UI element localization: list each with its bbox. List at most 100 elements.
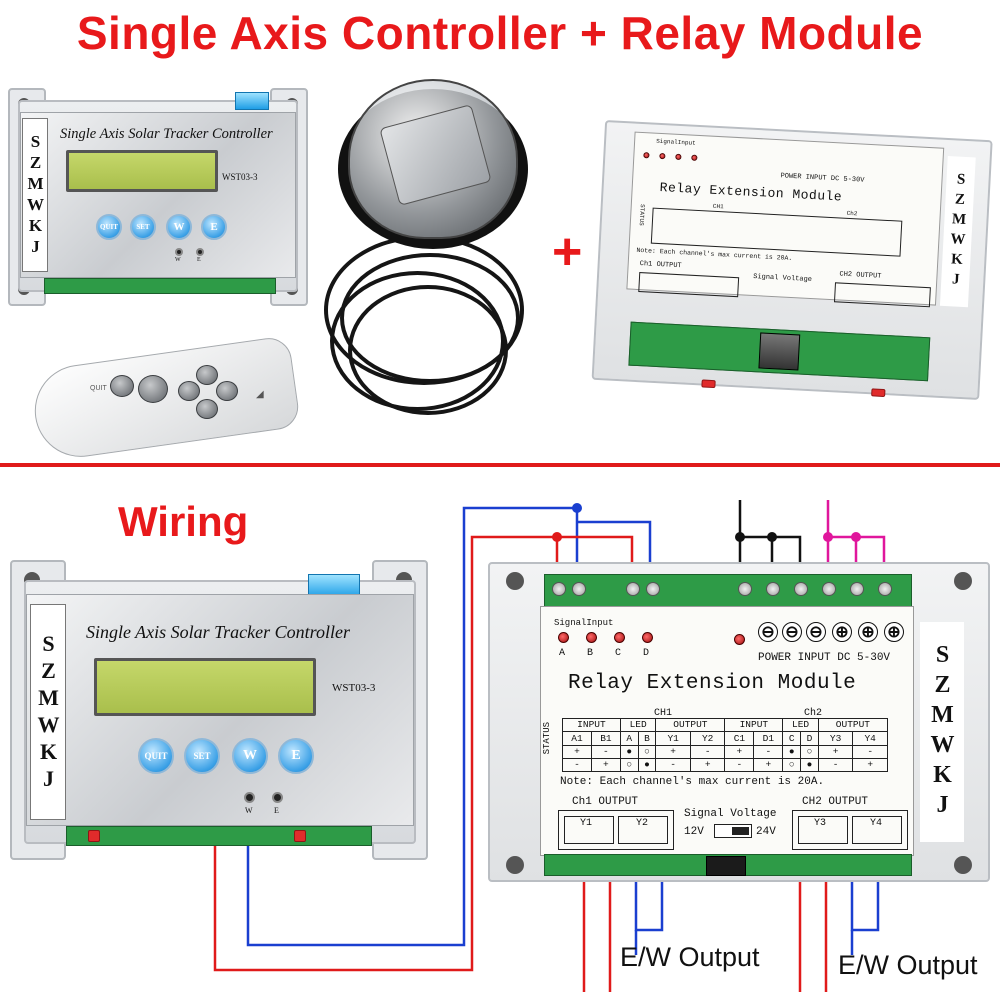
terminal-strip xyxy=(44,278,276,294)
table-cell: - xyxy=(724,757,755,773)
controller-device-top: SZMWKJ Single Axis Solar Tracker Control… xyxy=(8,88,308,306)
mount-hole xyxy=(954,856,972,874)
table-cell: Y3 xyxy=(817,731,854,746)
west-led-label: W xyxy=(245,806,253,815)
controller-brand: SZMWKJ xyxy=(22,118,48,272)
table-header-input-ch1: INPUT xyxy=(562,717,621,733)
terminal-screw xyxy=(794,582,808,596)
controller-model: WST03-3 xyxy=(222,172,258,182)
table-cell: ○ xyxy=(800,744,819,759)
table-header-output-ch1: OUTPUT xyxy=(655,717,726,733)
terminal-screw xyxy=(822,582,836,596)
remote-button[interactable] xyxy=(196,365,218,385)
table-header-led-ch2: LED xyxy=(782,717,819,733)
relay-title: Relay Extension Module xyxy=(568,672,857,695)
wire-out-ch2-blue xyxy=(850,870,880,932)
voltage-toggle-knob xyxy=(732,827,749,835)
positive-terminal-icon: ⊕ xyxy=(858,622,878,642)
y1-output xyxy=(564,816,614,844)
section-divider xyxy=(0,463,1000,467)
remote-label: QUIT xyxy=(90,385,107,392)
remote-button[interactable] xyxy=(178,381,200,401)
table-cell: ○ xyxy=(782,757,802,773)
positive-terminal-icon: ⊕ xyxy=(884,622,904,642)
power-input-label: POWER INPUT DC 5-30V xyxy=(758,652,891,664)
terminal-screw xyxy=(738,582,752,596)
mount-hole xyxy=(954,572,972,590)
voltage-12v-label: 12V xyxy=(684,826,704,838)
ch2-output-box xyxy=(792,810,908,850)
signal-voltage-label: Signal Voltage xyxy=(684,808,777,820)
table-cell: C1 xyxy=(724,731,755,746)
voltage-switch-body xyxy=(706,856,746,876)
wire-red-w xyxy=(213,535,559,972)
ch2-output-label: CH2 OUTPUT xyxy=(802,796,869,808)
wiring-title: Wiring xyxy=(118,498,249,545)
table-cell: Y2 xyxy=(689,731,726,746)
table-cell: ○ xyxy=(619,757,639,773)
ch1-output-label: Ch1 OUTPUT xyxy=(572,796,639,808)
west-led-label: W xyxy=(175,257,181,263)
quit-button[interactable]: QUIT xyxy=(96,214,122,240)
table-cell: B xyxy=(637,731,657,746)
table-cell: B1 xyxy=(590,731,621,746)
y2-label: Y2 xyxy=(636,818,649,829)
controller-name: Single Axis Solar Tracker Controller xyxy=(86,622,350,642)
page-title: Single Axis Controller + Relay Module xyxy=(76,7,924,59)
remote-button[interactable] xyxy=(216,381,238,401)
west-button[interactable]: W xyxy=(166,214,192,240)
wire-junction xyxy=(823,532,833,542)
wire-junction xyxy=(552,532,562,542)
set-button[interactable]: SET xyxy=(130,214,156,240)
set-button[interactable]: SET xyxy=(184,738,220,774)
relay-brand: SZMWKJ xyxy=(920,622,964,842)
status-table: INPUT LED OUTPUT INPUT LED OUTPUT A1 B1 … xyxy=(562,717,889,773)
remote-button[interactable] xyxy=(196,399,218,419)
table-cell: - xyxy=(590,744,621,759)
solar-sensor xyxy=(318,75,543,460)
table-cell: Y4 xyxy=(852,731,888,746)
west-button[interactable]: W xyxy=(232,738,268,774)
east-button[interactable]: E xyxy=(278,738,314,774)
plus-sign: + xyxy=(552,223,583,281)
east-led-label: E xyxy=(197,257,201,263)
signal-led-b-label: B xyxy=(587,648,594,659)
release-clip xyxy=(294,830,306,842)
relay-input-terminals xyxy=(546,576,916,604)
y3-label: Y3 xyxy=(814,818,827,829)
table-cell: ● xyxy=(619,744,639,759)
terminal-screw xyxy=(552,582,566,596)
table-cell: - xyxy=(753,744,784,759)
sensor-cable xyxy=(348,285,508,415)
quit-button[interactable]: QUIT xyxy=(138,738,174,774)
remote-button[interactable] xyxy=(138,375,168,403)
signal-led-c-label: C xyxy=(615,648,622,659)
table-cell: - xyxy=(852,744,888,759)
table-cell: ○ xyxy=(637,744,657,759)
negative-terminal-icon: ⊖ xyxy=(806,622,826,642)
y1-label: Y1 xyxy=(580,818,593,829)
east-button[interactable]: E xyxy=(201,214,227,240)
ew-output-label-ch1: E/W Output xyxy=(620,942,760,972)
release-clip xyxy=(88,830,100,842)
ch2-label: Ch2 xyxy=(804,708,823,719)
negative-terminal-icon: ⊖ xyxy=(758,622,778,642)
remote-button[interactable] xyxy=(110,375,134,397)
ew-output-label-ch2: E/W Output xyxy=(838,950,978,980)
y4-label: Y4 xyxy=(870,818,883,829)
controller-brand: SZMWKJ xyxy=(30,604,66,820)
mount-hole xyxy=(506,856,524,874)
terminal-strip xyxy=(66,826,372,846)
terminal-screw xyxy=(878,582,892,596)
fuse xyxy=(235,92,269,110)
table-cell: + xyxy=(852,757,888,773)
table-cell: + xyxy=(655,744,691,759)
wire-junction xyxy=(735,532,745,542)
table-cell: + xyxy=(753,757,784,773)
wire-junction xyxy=(767,532,777,542)
ch1-output-box xyxy=(558,810,674,850)
signal-led-a-label: A xyxy=(559,648,566,659)
table-cell: A1 xyxy=(562,731,592,746)
wire-junction xyxy=(572,503,582,513)
table-cell: - xyxy=(817,757,854,773)
